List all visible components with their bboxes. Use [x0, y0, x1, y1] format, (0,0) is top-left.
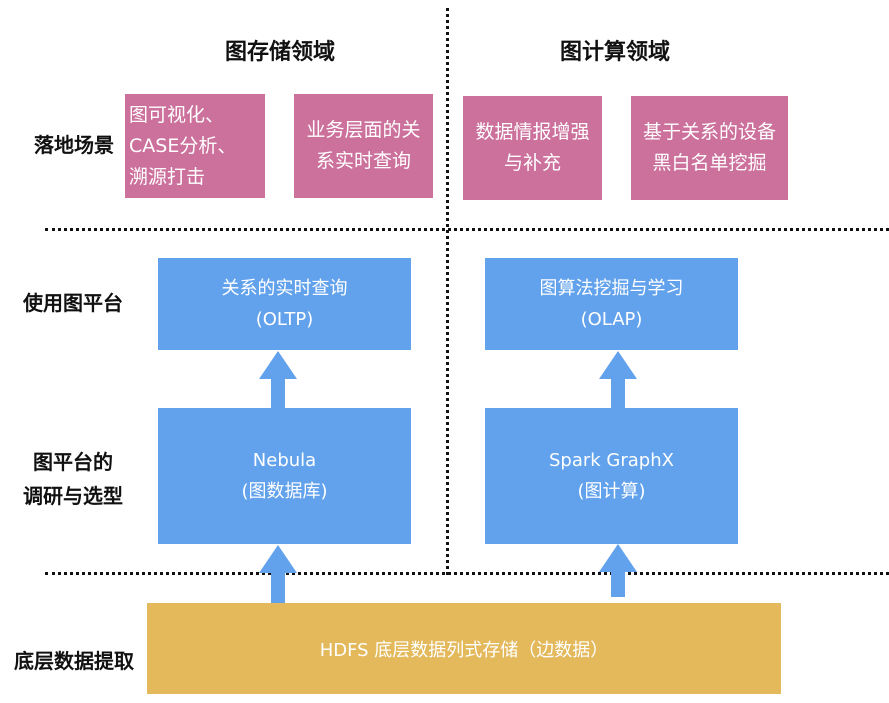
- row-divider-top: [45, 228, 889, 231]
- box-title: HDFS 底层数据列式存储（边数据）: [319, 639, 609, 661]
- scenario-box-visualization: 图可视化、 CASE分析、 溯源打击: [125, 94, 265, 198]
- box-subtitle: (图计算): [577, 481, 646, 502]
- row-divider-bottom: [45, 572, 889, 575]
- column-heading-compute: 图计算领域: [559, 40, 670, 65]
- row-label-line: 图平台的: [33, 450, 113, 474]
- scenario-box-realtime-query: 业务层面的关 系实时查询: [294, 94, 433, 198]
- box-text-line: 溯源打击: [129, 165, 206, 188]
- box-title: Spark GraphX: [549, 450, 674, 471]
- platform-box-oltp: 关系的实时查询 (OLTP): [158, 258, 411, 350]
- box-title: Nebula: [252, 450, 317, 471]
- box-text-line: 系实时查询: [315, 150, 411, 172]
- arrow-up-icon: [599, 351, 637, 409]
- arrow-up-icon: [259, 545, 297, 603]
- column-heading-storage: 图存储领域: [224, 40, 335, 65]
- platform-box-graphx: Spark GraphX (图计算): [485, 408, 738, 544]
- storage-box-hdfs: HDFS 底层数据列式存储（边数据）: [147, 603, 781, 694]
- box-subtitle: (OLAP): [580, 309, 643, 330]
- box-text-line: 黑白名单挖掘: [652, 152, 767, 174]
- arrow-up-icon: [599, 544, 637, 597]
- box-text-line: 与补充: [503, 152, 561, 174]
- platform-box-nebula: Nebula (图数据库): [158, 408, 411, 544]
- box-subtitle: (图数据库): [241, 481, 328, 502]
- row-label-line: 调研与选型: [23, 484, 123, 508]
- column-divider: [446, 8, 449, 575]
- box-subtitle: (OLTP): [255, 309, 314, 330]
- box-text-line: 业务层面的关: [306, 119, 421, 141]
- row-label-data-extraction: 底层数据提取: [14, 649, 134, 673]
- scenario-box-device-blacklist: 基于关系的设备 黑白名单挖掘: [631, 96, 788, 200]
- row-label-scenarios: 落地场景: [34, 133, 114, 157]
- box-text-line: 图可视化、: [129, 103, 225, 126]
- box-text-line: 数据情报增强: [475, 121, 590, 143]
- row-label-platform-use: 使用图平台: [23, 291, 123, 315]
- scenario-box-intel-enhance: 数据情报增强 与补充: [463, 96, 602, 200]
- box-title: 图算法挖掘与学习: [539, 278, 684, 299]
- box-text-line: CASE分析、: [129, 134, 237, 157]
- row-label-platform-research: 图平台的 调研与选型: [18, 445, 128, 513]
- box-text-line: 基于关系的设备: [642, 121, 776, 143]
- arrow-up-icon: [259, 351, 297, 409]
- platform-box-olap: 图算法挖掘与学习 (OLAP): [485, 258, 738, 350]
- box-title: 关系的实时查询: [221, 278, 348, 299]
